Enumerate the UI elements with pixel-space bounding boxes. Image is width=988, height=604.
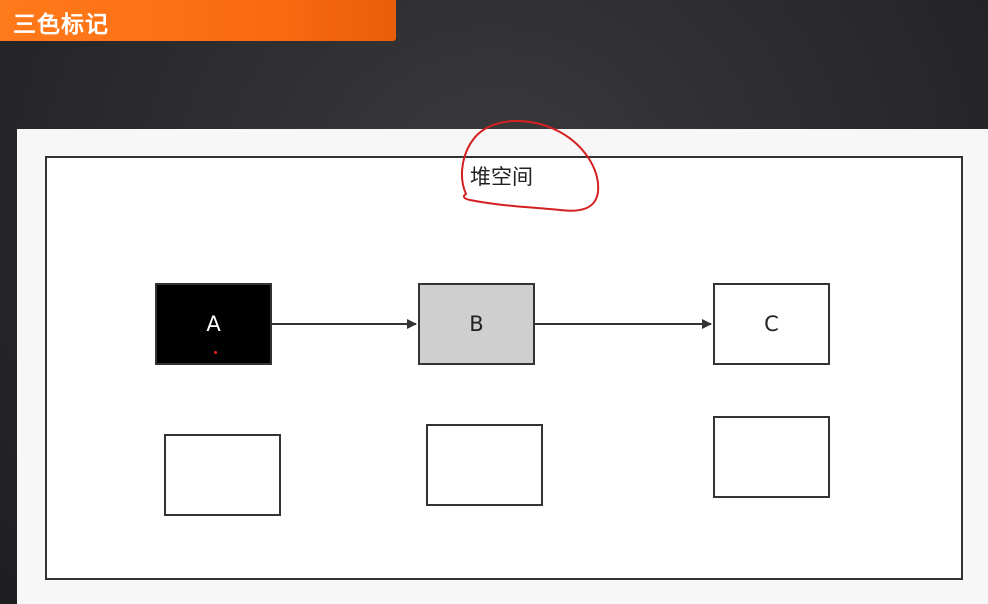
red-dot-marker bbox=[214, 351, 217, 354]
slide-title: 三色标记 bbox=[13, 11, 109, 38]
node-b: B bbox=[418, 283, 535, 365]
empty-node-2 bbox=[426, 424, 543, 506]
node-a-label: A bbox=[206, 312, 221, 336]
heap-space-label: 堆空间 bbox=[470, 165, 533, 189]
empty-node-1 bbox=[164, 434, 281, 516]
empty-node-3 bbox=[713, 416, 830, 498]
slide-title-banner: 三色标记 bbox=[0, 0, 396, 41]
node-c-label: C bbox=[764, 312, 779, 336]
node-a: A bbox=[155, 283, 272, 365]
node-b-label: B bbox=[469, 312, 484, 336]
node-c: C bbox=[713, 283, 830, 365]
red-annotation-circle bbox=[461, 120, 600, 212]
